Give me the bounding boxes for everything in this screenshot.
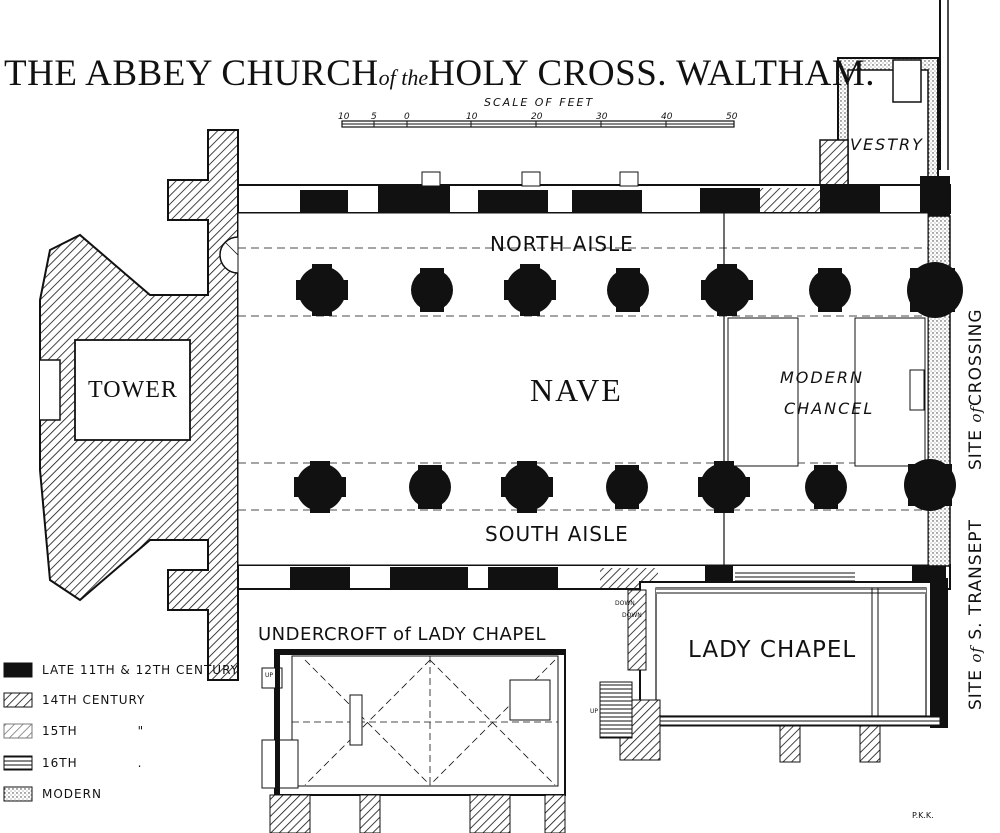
up-label-2: UP	[265, 672, 274, 679]
legend-label: 14TH CENTURY	[42, 693, 146, 707]
scale-label: SCALE OF FEET	[484, 96, 595, 109]
vestry-walls	[819, 0, 949, 199]
scale-tick-5: 30	[596, 112, 608, 122]
down-label-2: DOWN	[622, 612, 642, 619]
legend-item-16th: 16TH .	[4, 755, 142, 771]
legend-label: MODERN	[42, 787, 102, 801]
south-aisle-label: SOUTH AISLE	[485, 522, 629, 546]
nave-walls	[237, 171, 951, 590]
modern-chancel-label-2: CHANCEL	[784, 399, 875, 418]
tower-label: TOWER	[88, 377, 178, 404]
north-aisle-label: NORTH AISLE	[490, 232, 634, 256]
site-transept-word-1: SITE	[966, 669, 986, 710]
site-crossing-word-2: CROSSING	[966, 308, 986, 407]
legend-label: LATE 11TH & 12TH CENTURY	[42, 663, 239, 677]
legend-label: 16TH	[42, 756, 78, 770]
scale-tick-4: 20	[531, 112, 543, 122]
title-part-2: HOLY CROSS. WALTHAM.	[428, 53, 876, 94]
legend-label: 15TH	[42, 724, 78, 738]
nave-piers	[294, 262, 963, 513]
draughtsman-initials: P.K.K.	[912, 811, 934, 820]
scale-tick-2: 0	[404, 112, 410, 122]
title-part-1: THE ABBEY CHURCH	[4, 53, 379, 94]
lady-chapel-label: LADY CHAPEL	[688, 637, 857, 663]
scale-tick-1: 5	[371, 112, 377, 122]
site-crossing-of: of	[967, 406, 985, 423]
site-of-crossing-label: SITE ofCROSSING	[966, 309, 986, 471]
scale-tick-0: 10	[338, 112, 350, 122]
title-of-the: of the	[378, 65, 429, 90]
down-label-1: DOWN	[615, 600, 635, 607]
nave-label: NAVE	[530, 372, 623, 408]
legend-item-modern: MODERN	[4, 786, 102, 802]
undercroft-walls	[261, 649, 566, 833]
site-crossing-word-1: SITE	[966, 429, 986, 470]
site-transept-word-2: S. TRANSEPT	[966, 519, 986, 640]
up-label-1: UP	[590, 708, 599, 715]
legend-item-11th-12th: LATE 11TH & 12TH CENTURY	[4, 662, 239, 678]
lady-chapel-walls	[599, 578, 948, 763]
scale-tick-3: 10	[466, 112, 478, 122]
modern-chancel-label-1: MODERN	[780, 368, 864, 387]
legend-ditto-mark: .	[137, 756, 143, 770]
site-transept-of: of	[967, 646, 985, 663]
legend-swatches	[3, 662, 33, 802]
scale-bar	[341, 120, 735, 128]
north-arcade-piers	[296, 262, 963, 318]
undercroft-label: UNDERCROFT of LADY CHAPEL	[258, 624, 547, 645]
plan-title: THE ABBEY CHURCHof theHOLY CROSS. WALTHA…	[4, 52, 875, 95]
legend-item-14th: 14TH CENTURY	[4, 692, 145, 708]
scale-tick-7: 50	[726, 112, 738, 122]
scale-tick-6: 40	[661, 112, 673, 122]
legend-ditto-mark: "	[137, 724, 145, 738]
site-of-s-transept-label: SITE of S. TRANSEPT	[966, 519, 986, 710]
legend-item-15th: 15TH "	[4, 723, 144, 739]
vestry-label: VESTRY	[850, 135, 924, 154]
tower-walls	[39, 129, 257, 681]
south-arcade-piers	[294, 459, 956, 513]
